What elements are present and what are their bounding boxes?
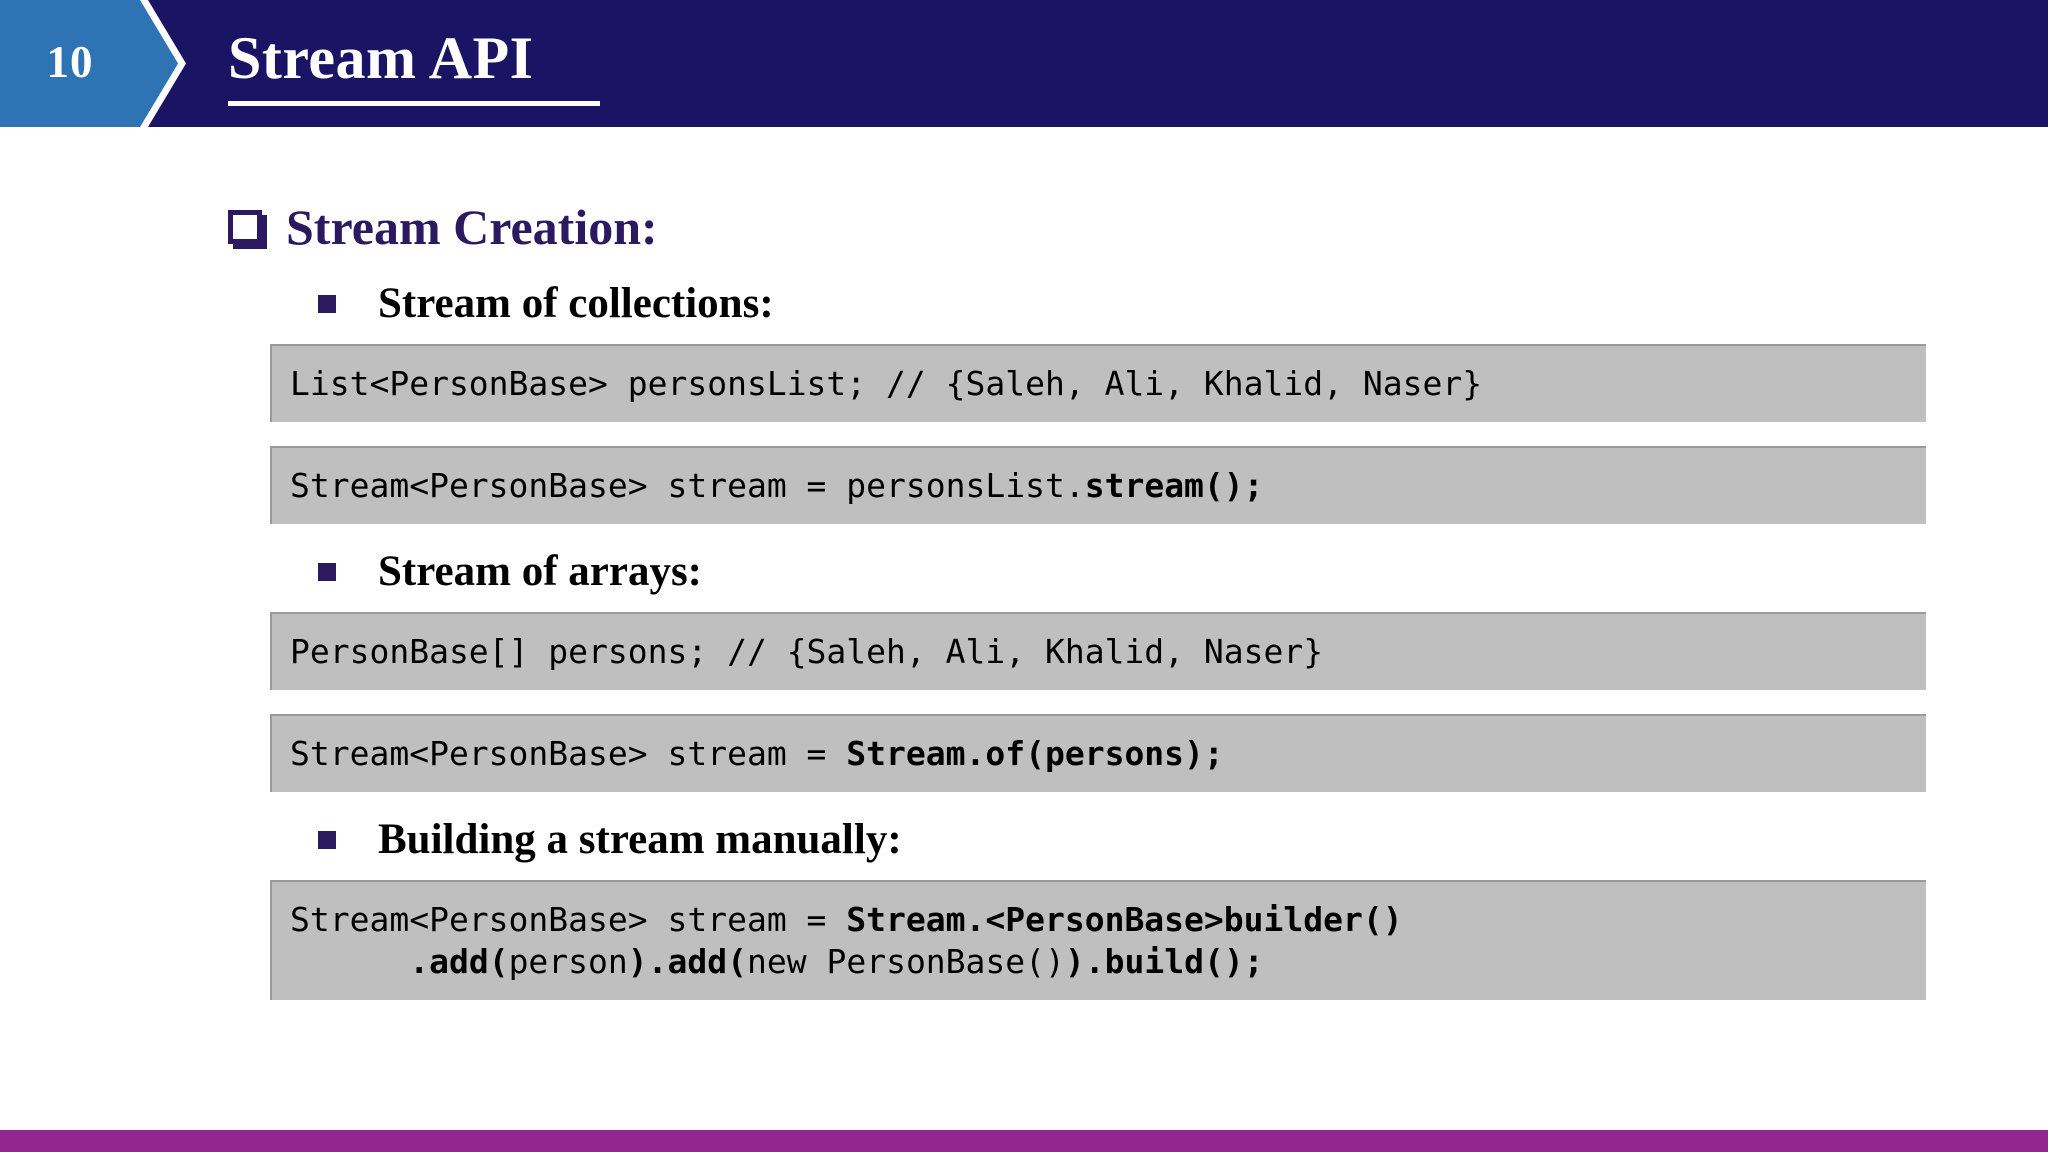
bullet-label: Stream of arrays: (378, 548, 702, 595)
code-block: Stream<PersonBase> stream = personsList.… (270, 446, 1926, 524)
checkbox-outline-icon (228, 210, 262, 244)
code-token-emphasis: Stream.of(persons); (846, 733, 1224, 773)
code-line: List<PersonBase> personsList; // {Saleh,… (290, 363, 1926, 405)
code-token: Stream<PersonBase> stream = personsList. (290, 465, 1085, 505)
code-line: .add(person).add(new PersonBase()).build… (290, 941, 1926, 983)
code-line: Stream<PersonBase> stream = Stream.<Pers… (290, 899, 1926, 941)
bullet-row-2: Stream of arrays: (318, 550, 702, 593)
page-title: Stream Creation: (286, 199, 658, 255)
code-token: person (508, 942, 628, 981)
code-token-emphasis: ).add( (627, 942, 747, 981)
slide-title: Stream API (228, 25, 534, 91)
code-line: Stream<PersonBase> stream = personsList.… (290, 465, 1926, 507)
code-token-emphasis: Stream.<PersonBase>builder() (846, 899, 1403, 939)
code-token: new PersonBase() (747, 942, 1065, 981)
footer-accent-bar (0, 1130, 2048, 1152)
slide-header: 10 Stream API (0, 0, 2048, 127)
square-bullet-icon (318, 294, 336, 313)
slide-number: 10 (46, 36, 94, 87)
bullet-row-1: Stream of collections: (318, 282, 774, 325)
code-block: PersonBase[] persons; // {Saleh, Ali, Kh… (270, 612, 1926, 690)
square-bullet-icon (318, 562, 336, 581)
code-token: PersonBase[] persons; // {Saleh, Ali, Kh… (290, 631, 1324, 671)
code-token: Stream<PersonBase> stream = (290, 733, 847, 773)
bullet-label: Stream of collections: (378, 280, 774, 327)
code-block: Stream<PersonBase> stream = Stream.<Pers… (270, 880, 1926, 1000)
code-token: List<PersonBase> personsList; // {Saleh,… (290, 363, 1483, 403)
code-token-emphasis: .add( (409, 942, 509, 981)
square-bullet-icon (318, 830, 336, 849)
code-line: PersonBase[] persons; // {Saleh, Ali, Kh… (290, 631, 1926, 673)
code-line: Stream<PersonBase> stream = Stream.of(pe… (290, 733, 1926, 775)
title-underline (228, 101, 600, 106)
code-block: Stream<PersonBase> stream = Stream.of(pe… (270, 714, 1926, 792)
slide-number-chevron (0, 0, 178, 127)
code-token-emphasis: ).build(); (1064, 942, 1264, 981)
code-token-emphasis: stream(); (1084, 465, 1264, 505)
code-block: List<PersonBase> personsList; // {Saleh,… (270, 344, 1926, 422)
bullet-label: Building a stream manually: (378, 816, 902, 863)
bullet-row-3: Building a stream manually: (318, 818, 902, 861)
code-token (290, 942, 409, 981)
slide-content: Stream Creation: Stream of collections: L… (0, 127, 2048, 1130)
code-token: Stream<PersonBase> stream = (290, 899, 847, 939)
section-heading-row: Stream Creation: (228, 202, 658, 252)
